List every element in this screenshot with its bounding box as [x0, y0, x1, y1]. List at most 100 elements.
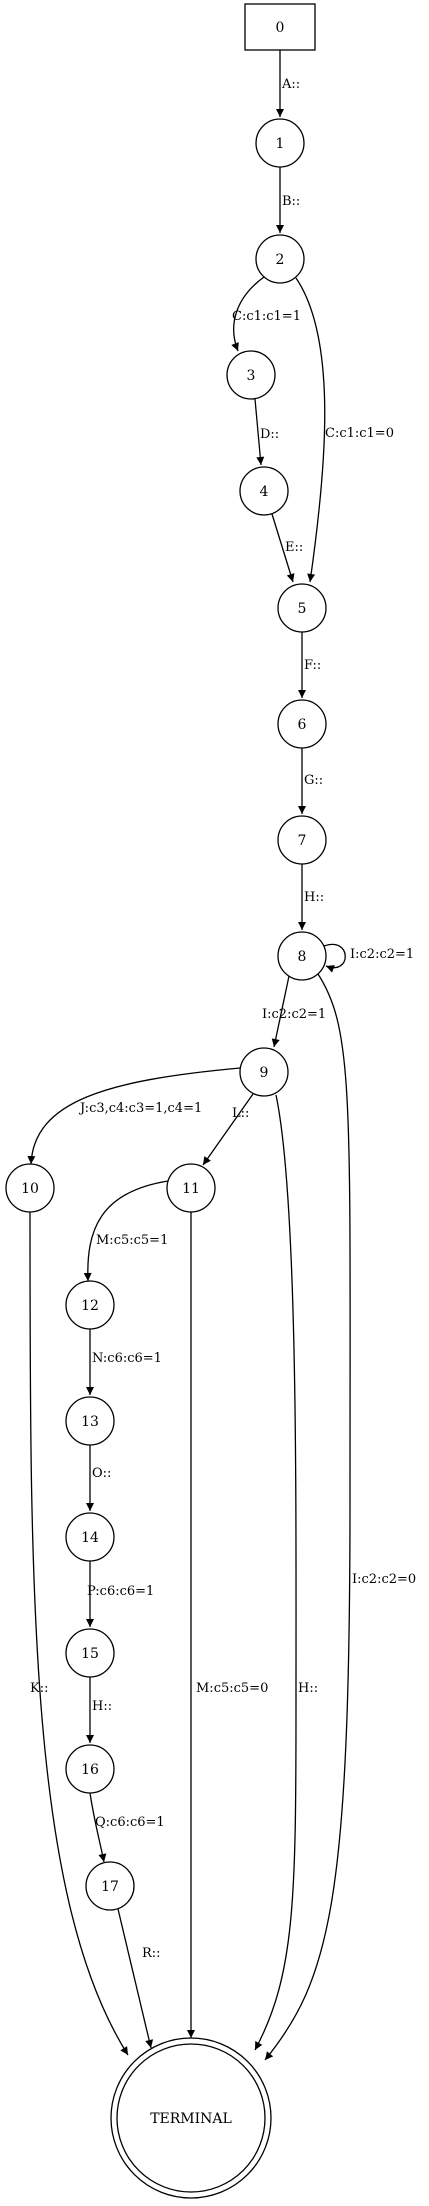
edge-label: N:c6:c6=1: [92, 1351, 162, 1366]
edge-label: H::: [92, 1699, 112, 1714]
node-17: 17: [85, 1861, 135, 1911]
edge-label: G::: [304, 773, 323, 788]
node-label: 15: [81, 1646, 99, 1662]
edge-arrow: [231, 276, 265, 352]
edge-arrow: [83, 1180, 169, 1282]
edge-13-to-14: O::: [86, 1445, 111, 1511]
node-8: 8: [277, 931, 327, 981]
edge-15-to-16: H::: [86, 1677, 112, 1743]
node-label: 2: [276, 252, 285, 268]
node-label: 1: [276, 136, 285, 152]
node-0: 0: [244, 3, 316, 51]
edge-arrow: [29, 1211, 129, 2056]
edge-8-to-TERMINAL: I:c2:c2=0: [264, 973, 416, 2061]
edge-label: J:c3,c4:c3=1,c4=1: [78, 1101, 202, 1116]
node-label: 6: [298, 717, 307, 733]
node-label: 3: [247, 368, 256, 384]
edge-4-to-5: E::: [271, 513, 303, 583]
edge-arrow: [117, 1908, 154, 2049]
edge-label: A::: [281, 77, 300, 92]
edge-arrow: [323, 943, 346, 973]
node-label: 14: [81, 1530, 99, 1546]
node-label: 9: [260, 1065, 269, 1081]
node-label: 4: [260, 484, 269, 500]
edge-8-to-9: I:c2:c2=1: [262, 975, 326, 1048]
edge-label: F::: [304, 658, 321, 673]
node-label: 8: [298, 949, 307, 965]
node-circle: [277, 699, 327, 749]
edge-16-to-17: Q:c6:c6=1: [89, 1792, 165, 1863]
node-4: 4: [239, 466, 289, 516]
edge-8-to-8: I:c2:c2=1: [323, 943, 414, 973]
node-inner-circle: [116, 2043, 266, 2193]
node-14: 14: [65, 1512, 115, 1562]
edge-label: M:c5:c5=0: [196, 1681, 268, 1696]
node-circle: [255, 234, 305, 284]
edge-14-to-15: P:c6:c6=1: [86, 1561, 154, 1627]
edge-arrow: [271, 975, 290, 1048]
node-13: 13: [65, 1396, 115, 1446]
node-9: 9: [239, 1047, 289, 1097]
node-15: 15: [65, 1628, 115, 1678]
edge-9-to-TERMINAL: H::: [254, 1094, 318, 2051]
edge-label: H::: [298, 1681, 318, 1696]
node-label: 5: [298, 601, 307, 617]
edge-label: C:c1:c1=0: [325, 426, 394, 441]
node-label: 12: [81, 1298, 99, 1314]
edge-label: P:c6:c6=1: [87, 1584, 154, 1599]
node-2: 2: [255, 234, 305, 284]
node-label: 0: [276, 20, 285, 36]
edge-label: C:c1:c1=1: [232, 309, 301, 324]
edge-label: R::: [142, 1946, 161, 1961]
edge-label: I:c2:c2=1: [350, 947, 414, 962]
edge-9-to-11: L::: [202, 1093, 254, 1166]
node-12: 12: [65, 1280, 115, 1330]
node-circle: [65, 1628, 115, 1678]
edge-2-to-5: C:c1:c1=0: [295, 277, 394, 583]
node-label: 11: [182, 1181, 200, 1197]
edge-arrow: [254, 398, 265, 466]
edge-label: B::: [282, 194, 300, 209]
edge-2-to-3: C:c1:c1=1: [231, 276, 301, 352]
node-label: 16: [81, 1762, 99, 1778]
edge-label: K::: [30, 1681, 48, 1696]
node-11: 11: [166, 1163, 216, 1213]
edge-arrow: [89, 1792, 107, 1863]
node-circle: [85, 1861, 135, 1911]
edge-9-to-10: J:c3,c4:c3=1,c4=1: [27, 1067, 241, 1165]
node-5: 5: [277, 583, 327, 633]
node-box: [244, 3, 316, 51]
edge-label: I:c2:c2=1: [262, 1007, 326, 1022]
node-3: 3: [226, 350, 276, 400]
edges-layer: A::B::C:c1:c1=1C:c1:c1=0D::E::F::G::H::I…: [27, 50, 416, 2061]
node-circle: [277, 931, 327, 981]
edge-1-to-2: B::: [276, 167, 300, 233]
edge-label: Q:c6:c6=1: [95, 1815, 165, 1830]
node-6: 6: [277, 699, 327, 749]
node-label: 17: [101, 1879, 119, 1895]
node-circle: [5, 1163, 55, 1213]
edge-arrow: [27, 1067, 241, 1165]
edge-arrow: [254, 1094, 297, 2051]
node-circle: [65, 1512, 115, 1562]
node-label: TERMINAL: [150, 2111, 232, 2127]
node-circle: [166, 1163, 216, 1213]
edge-11-to-TERMINAL: M:c5:c5=0: [187, 1212, 268, 2038]
edge-arrow: [264, 973, 351, 2061]
edge-7-to-8: H::: [298, 864, 324, 930]
edge-5-to-6: F::: [298, 632, 321, 698]
node-circle: [277, 815, 327, 865]
edge-10-to-TERMINAL: K::: [29, 1211, 129, 2056]
edge-label: H::: [304, 890, 324, 905]
node-7: 7: [277, 815, 327, 865]
node-label: 10: [21, 1181, 39, 1197]
edge-arrow: [202, 1093, 254, 1166]
node-1: 1: [255, 118, 305, 168]
edge-label: I:c2:c2=0: [352, 1572, 416, 1587]
node-circle: [255, 118, 305, 168]
node-terminal: TERMINAL: [110, 2037, 272, 2199]
node-10: 10: [5, 1163, 55, 1213]
node-circle: [239, 1047, 289, 1097]
